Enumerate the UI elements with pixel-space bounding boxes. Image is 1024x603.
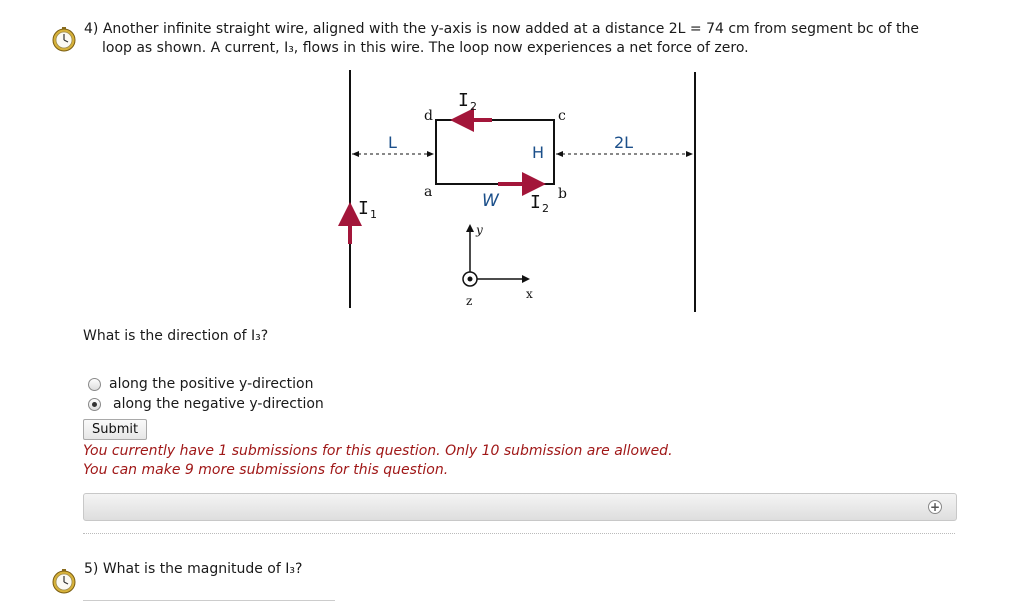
label-i2-bottom-subscript: 2 <box>542 202 549 215</box>
label-W: W <box>482 191 500 211</box>
question-5-answer-line <box>83 600 335 601</box>
plus-circle-icon[interactable]: + <box>928 500 942 514</box>
submit-button[interactable]: Submit <box>83 419 148 440</box>
question-4-prompt: What is the direction of I₃? <box>83 328 269 344</box>
corner-b: b <box>558 186 567 202</box>
label-i2-top: I <box>458 90 469 111</box>
corner-d: d <box>424 108 433 124</box>
radio-positive-y[interactable] <box>88 377 101 391</box>
label-H: H <box>532 143 544 162</box>
separator <box>83 533 955 534</box>
label-L: L <box>388 133 397 152</box>
question-4-text: 4) Another infinite straight wire, align… <box>84 20 984 58</box>
submission-note-line-2: You can make 9 more submissions for this… <box>83 462 449 478</box>
answer-options: along the positive y-direction along the… <box>88 376 324 412</box>
physics-diagram: L 2L H W a b c d I 1 I 2 I 2 y x z <box>338 70 696 312</box>
radio-negative-y[interactable] <box>88 397 101 411</box>
option-negative-y[interactable]: along the negative y-direction <box>88 396 324 412</box>
stopwatch-icon <box>52 569 76 594</box>
option-positive-y[interactable]: along the positive y-direction <box>88 376 324 392</box>
axis-y-label: y <box>475 223 483 237</box>
label-i2-top-subscript: 2 <box>470 100 477 113</box>
submission-note: You currently have 1 submissions for thi… <box>83 442 673 480</box>
corner-a: a <box>424 184 432 200</box>
label-2L: 2L <box>614 133 633 152</box>
option-positive-y-label: along the positive y-direction <box>109 376 314 392</box>
axis-z-label: z <box>466 294 472 308</box>
submission-note-line-1: You currently have 1 submissions for thi… <box>83 443 673 459</box>
corner-c: c <box>558 108 566 124</box>
label-i1: I <box>358 198 369 219</box>
label-i2-bottom: I <box>530 192 541 213</box>
current-loop <box>435 119 555 185</box>
axis-x-label: x <box>526 287 533 301</box>
label-i1-subscript: 1 <box>370 208 377 221</box>
question-4-line-2: loop as shown. A current, I₃, flows in t… <box>102 40 749 56</box>
question-5-text: 5) What is the magnitude of I₃? <box>84 561 303 577</box>
stopwatch-icon <box>52 27 76 52</box>
question-4-line-1: 4) Another infinite straight wire, align… <box>84 21 919 37</box>
option-negative-y-label: along the negative y-direction <box>113 396 324 412</box>
expand-bar[interactable]: + <box>83 493 957 521</box>
